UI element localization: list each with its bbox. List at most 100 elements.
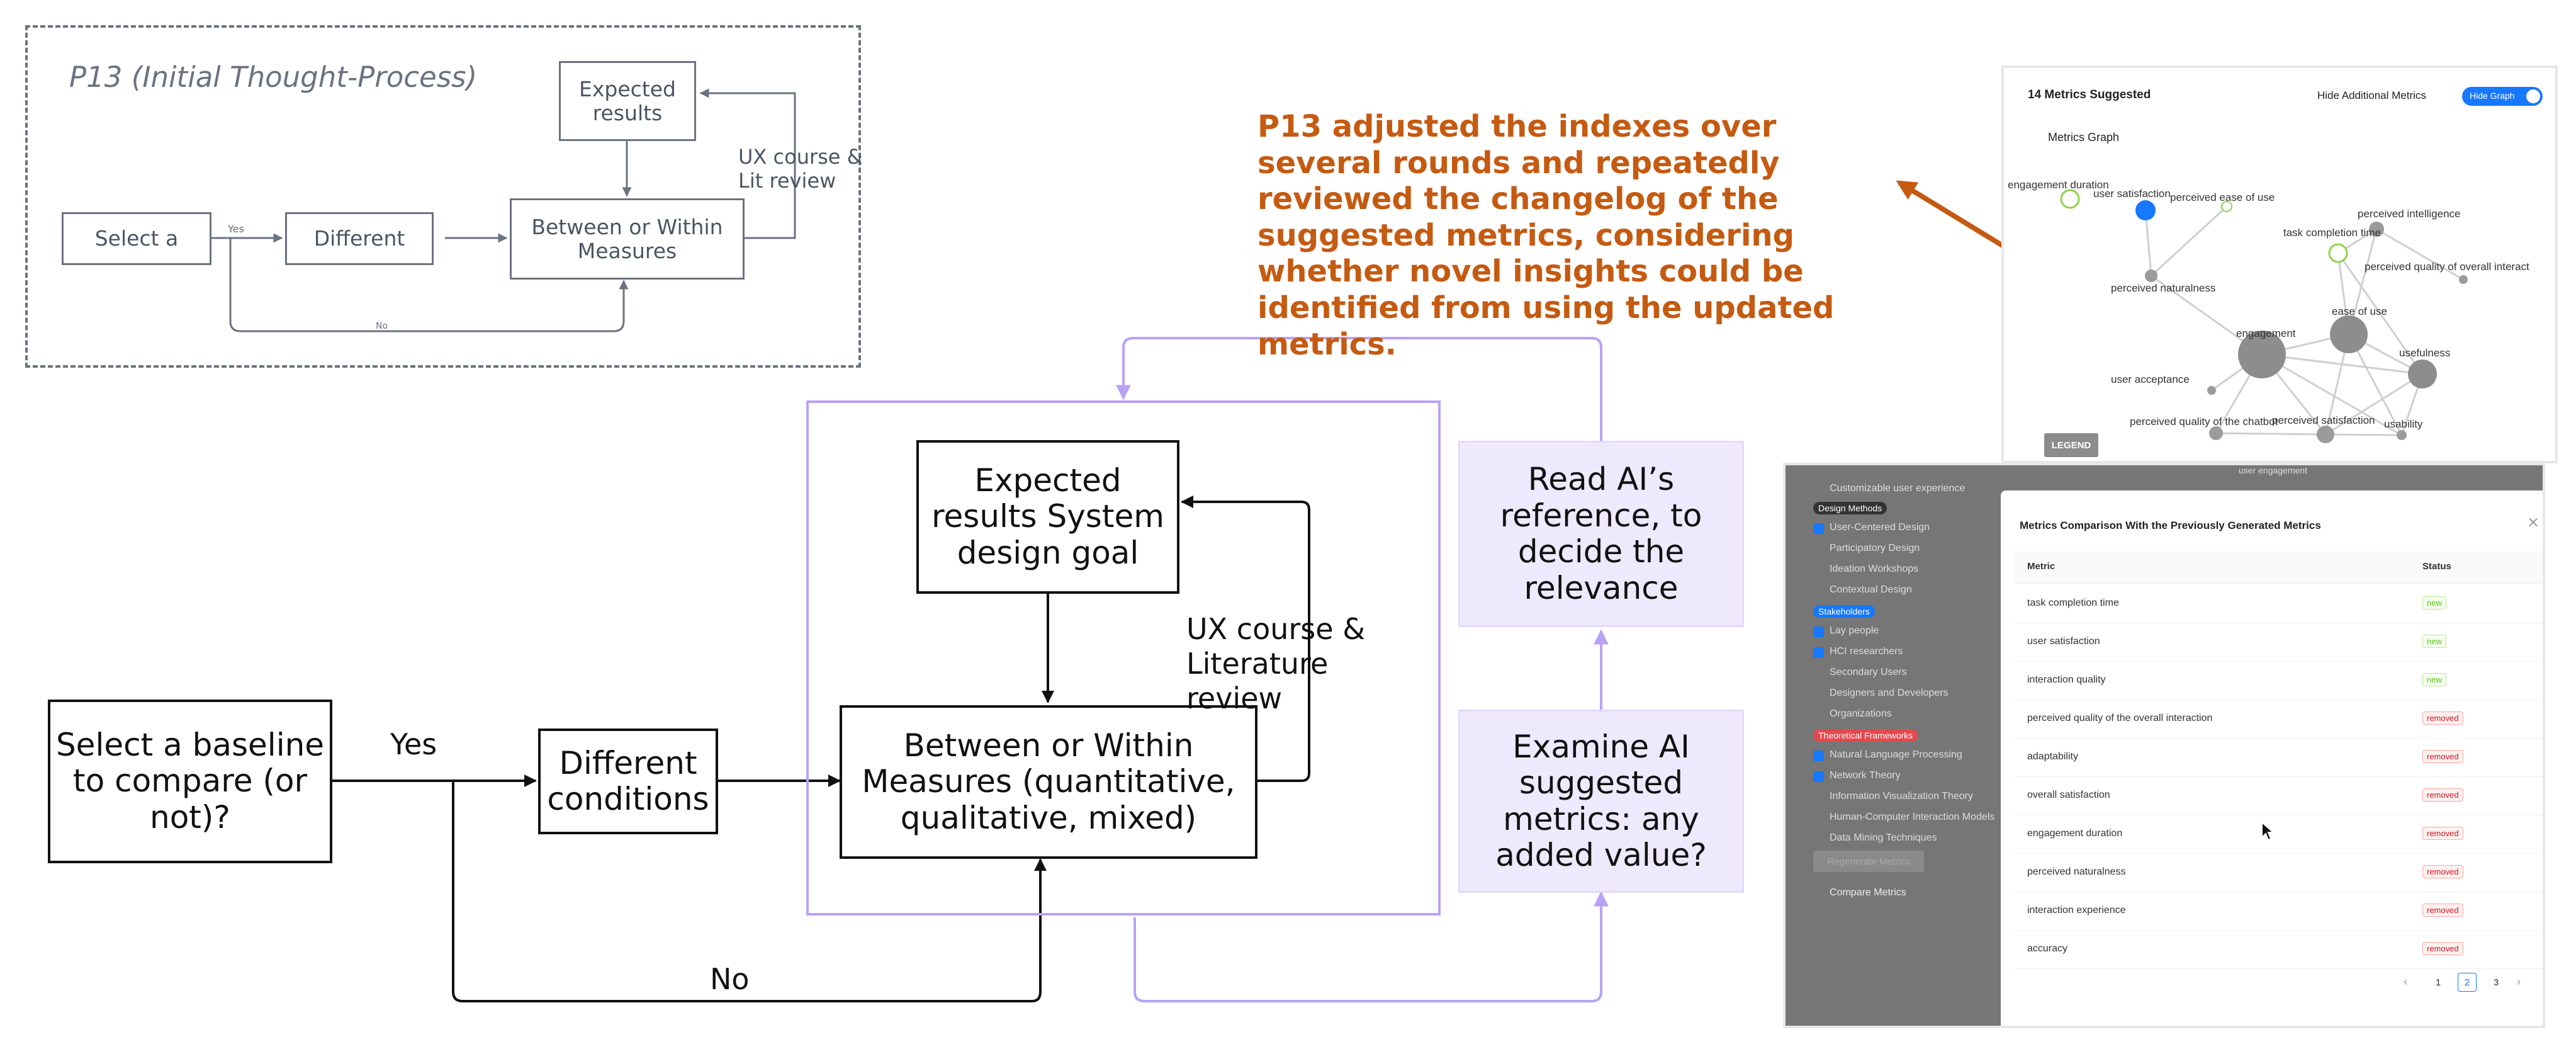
small-no-label: No bbox=[376, 321, 388, 331]
status-badge: new bbox=[2422, 635, 2446, 648]
metric-cell: task completion time bbox=[2027, 598, 2119, 608]
node-usefulness bbox=[2408, 360, 2437, 388]
sidebar-group-tag: Theoretical Frameworks bbox=[1813, 729, 1918, 742]
node-label-perceived-ease-of-use: perceived ease of use bbox=[2170, 191, 2275, 203]
pagination-page[interactable]: 3 bbox=[2493, 977, 2499, 988]
metric-cell: perceived naturalness bbox=[2027, 866, 2126, 877]
metrics-suggested-title: 14 Metrics Suggested bbox=[2028, 88, 2151, 101]
node-label-perceived-quality-chatbot: perceived quality of the chatbot bbox=[2130, 416, 2278, 428]
table-row: accuracy removed bbox=[2013, 931, 2543, 969]
status-badge: removed bbox=[2422, 750, 2463, 763]
node-ease-of-use bbox=[2330, 315, 2368, 353]
metrics-graph-subtitle: Metrics Graph bbox=[2048, 131, 2120, 144]
metric-cell: interaction quality bbox=[2027, 674, 2106, 685]
table-header: Metric Status bbox=[2013, 551, 2543, 584]
sidebar-item[interactable]: User-Centered Design bbox=[1830, 522, 1930, 533]
pagination-page[interactable]: 1 bbox=[2435, 977, 2441, 988]
sidebar-checkbox[interactable] bbox=[1813, 523, 1824, 534]
node-label-engagement: engagement bbox=[2236, 327, 2296, 339]
sidebar-item[interactable]: Data Mining Techniques bbox=[1830, 832, 1937, 843]
small-diagram-arrows bbox=[211, 88, 796, 332]
node-label-engagement-duration: engagement duration bbox=[2008, 179, 2109, 191]
pagination-next[interactable]: › bbox=[2517, 975, 2521, 988]
metric-cell: overall satisfaction bbox=[2027, 790, 2110, 800]
measures-box: Between or Within Measures (quantitative… bbox=[840, 705, 1257, 859]
sidebar-item[interactable]: Ideation Workshops bbox=[1830, 564, 1919, 574]
node-perceived-satisfaction bbox=[2317, 426, 2334, 443]
hide-additional-metrics-button[interactable]: Hide Additional Metrics bbox=[2317, 89, 2426, 101]
purple-loop bbox=[806, 337, 1609, 1002]
pagination-page[interactable]: 2 bbox=[2458, 973, 2477, 992]
status-badge: removed bbox=[2422, 865, 2463, 878]
node-usability bbox=[2397, 430, 2407, 440]
sidebar-item[interactable]: HCI researchers bbox=[1830, 646, 1903, 657]
sidebar-checkbox[interactable] bbox=[1813, 647, 1824, 658]
small-yes-label: Yes bbox=[228, 223, 244, 235]
sidebar-item[interactable]: Network Theory bbox=[1830, 770, 1901, 781]
col-status-header: Status bbox=[2422, 561, 2451, 572]
mouse-cursor-icon bbox=[2261, 821, 2275, 841]
metric-cell: interaction experience bbox=[2027, 905, 2126, 916]
small-different-box: Different bbox=[285, 212, 434, 265]
comparison-modal: Metrics Comparison With the Previously G… bbox=[2001, 490, 2543, 1026]
sidebar-checkbox[interactable] bbox=[1813, 751, 1824, 761]
examine-ai-box: Examine AI suggested metrics: any added … bbox=[1458, 710, 1744, 893]
sidebar-checkbox[interactable] bbox=[1813, 771, 1824, 782]
regenerate-metrics-button[interactable]: Regenerate Metrics bbox=[1813, 851, 1924, 872]
node-perceived-naturalness bbox=[2145, 269, 2157, 282]
hide-graph-label: Hide Graph bbox=[2470, 91, 2515, 101]
sidebar-item[interactable]: Organizations bbox=[1830, 708, 1892, 719]
sidebar-item[interactable]: Lay people bbox=[1830, 625, 1879, 636]
sidebar-item[interactable]: Human-Computer Interaction Models bbox=[1830, 812, 1995, 822]
node-task-completion-time bbox=[2328, 243, 2348, 263]
main-diagram-arrows bbox=[332, 496, 1310, 1002]
legend-button[interactable]: LEGEND bbox=[2044, 433, 2098, 457]
node-user-acceptance bbox=[2207, 386, 2216, 395]
modal-close-icon[interactable]: × bbox=[2527, 513, 2540, 531]
node-engagement-duration bbox=[2060, 189, 2080, 209]
metric-cell: accuracy bbox=[2027, 943, 2068, 954]
background-node-label: user engagement bbox=[2239, 465, 2307, 475]
toggle-knob bbox=[2526, 89, 2540, 103]
node-perceived-quality-chatbot bbox=[2209, 426, 2223, 440]
sidebar-item[interactable]: Participatory Design bbox=[1830, 543, 1920, 553]
status-badge: removed bbox=[2422, 942, 2463, 955]
node-label-user-acceptance: user acceptance bbox=[2111, 373, 2190, 385]
node-label-perceived-intelligence: perceived intelligence bbox=[2358, 208, 2461, 220]
metric-cell: adaptability bbox=[2027, 751, 2078, 762]
hide-graph-toggle[interactable]: Hide Graph bbox=[2462, 87, 2543, 106]
node-label-ease-of-use: ease of use bbox=[2332, 305, 2387, 317]
compare-metrics-button[interactable]: Compare Metrics bbox=[1830, 887, 1906, 898]
ux-literature-label: UX course & Literature review bbox=[1186, 612, 1366, 716]
metric-cell: user satisfaction bbox=[2027, 636, 2100, 647]
node-label-usefulness: usefulness bbox=[2399, 347, 2451, 359]
small-select-box: Select a bbox=[62, 212, 211, 265]
sidebar-item[interactable]: Secondary Users bbox=[1830, 667, 1907, 678]
small-expected-results: Expected results bbox=[559, 61, 696, 141]
sidebar-item[interactable]: Contextual Design bbox=[1830, 584, 1912, 595]
table-row: user satisfaction new bbox=[2013, 623, 2543, 662]
sidebar-checkbox[interactable] bbox=[1813, 627, 1824, 637]
sidebar-group-tag: Design Methods bbox=[1813, 502, 1887, 514]
node-label-task-completion-time: task completion time bbox=[2283, 227, 2381, 239]
status-badge: removed bbox=[2422, 712, 2463, 725]
small-ux-review-label: UX course & Lit review bbox=[738, 145, 863, 193]
node-perceived-ease-of-use bbox=[2221, 201, 2232, 212]
small-diagram-frame bbox=[25, 25, 861, 368]
pagination-prev[interactable]: ‹ bbox=[2404, 975, 2407, 988]
node-user-satisfaction bbox=[2135, 200, 2156, 220]
col-metric-header: Metric bbox=[2027, 561, 2056, 572]
metrics-graph bbox=[2060, 189, 2468, 443]
sidebar-item[interactable]: Natural Language Processing bbox=[1830, 749, 1962, 760]
sidebar-item[interactable]: Information Visualization Theory bbox=[1830, 791, 1973, 802]
modal-title: Metrics Comparison With the Previously G… bbox=[2020, 519, 2321, 531]
small-measures-box: Between or Within Measures bbox=[510, 198, 745, 280]
node-perceived-quality-overall bbox=[2459, 275, 2468, 284]
status-badge: new bbox=[2422, 673, 2446, 686]
sidebar-item[interactable]: Designers and Developers bbox=[1830, 688, 1949, 698]
no-label: No bbox=[710, 962, 750, 996]
